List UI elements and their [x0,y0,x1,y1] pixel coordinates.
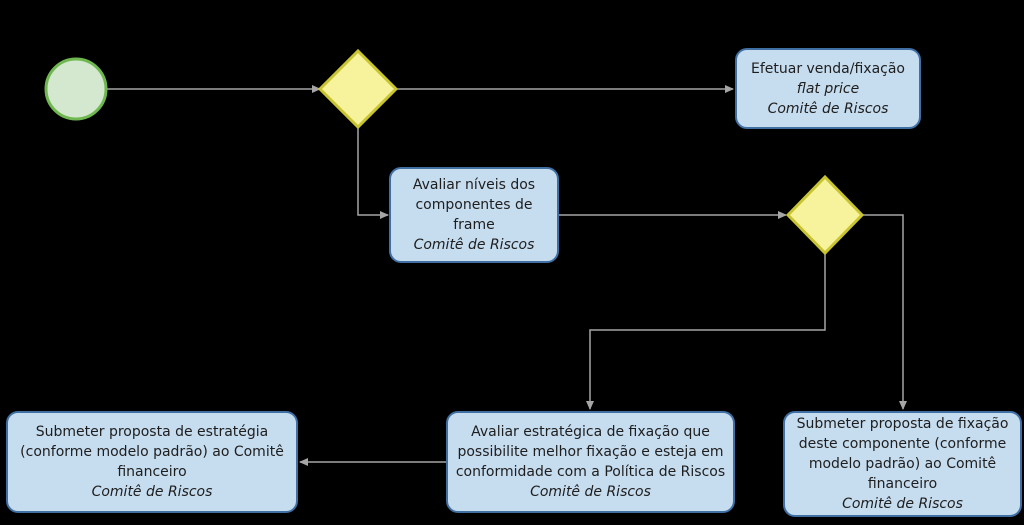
task-text-line: Submeter proposta de estratégia [35,424,269,440]
task-text-line: componentes de [415,197,533,213]
task-text-line: conformidade com a Política de Riscos [455,464,726,480]
task-text-line: frame [453,217,495,233]
task-text-line: Submeter proposta de fixação [796,416,1009,432]
connector-gateway-2-to-submeter-componente [862,214,907,410]
task-text-line: deste componente (conforme [798,436,1007,452]
task-text-line: Efetuar venda/fixação [750,60,905,77]
task-text-line: flat price [796,80,860,97]
task-role: Comitê de Riscos [767,100,889,117]
decision-gateway-2 [785,174,865,256]
task-text-line: Avaliar estratégica de fixação que [471,424,710,440]
task-text-line: financeiro [117,464,187,480]
task-avaliar-niveis-componentes: Avaliar níveis dos componentes de frame … [389,167,559,263]
task-text-line: (conforme modelo padrão) ao Comitê [20,444,284,460]
task-role: Comitê de Riscos [413,237,535,253]
connector-gateway-1-to-avaliar-niveis [357,127,389,219]
connector-gateway-2-to-avaliar-estrategica [586,253,826,410]
task-submeter-proposta-estrategia: Submeter proposta de estratégia (conform… [6,411,298,513]
task-text-line: possibilite melhor fixação e esteja em [457,444,724,460]
task-text-line: Avaliar níveis dos [412,177,536,193]
task-avaliar-estrategica-fixacao: Avaliar estratégica de fixação que possi… [446,411,735,513]
task-submeter-proposta-componente: Submeter proposta de fixação deste compo… [783,411,1022,517]
task-text-line: modelo padrão) ao Comitê [808,456,997,472]
task-role: Comitê de Riscos [842,496,963,512]
decision-gateway-1 [317,48,399,130]
task-text-line: financeiro [867,476,938,492]
task-role: Comitê de Riscos [530,484,651,500]
task-role: Comitê de Riscos [91,484,213,500]
task-efetuar-venda-fixacao: Efetuar venda/fixação flat price Comitê … [735,48,921,129]
start-event [44,57,108,121]
